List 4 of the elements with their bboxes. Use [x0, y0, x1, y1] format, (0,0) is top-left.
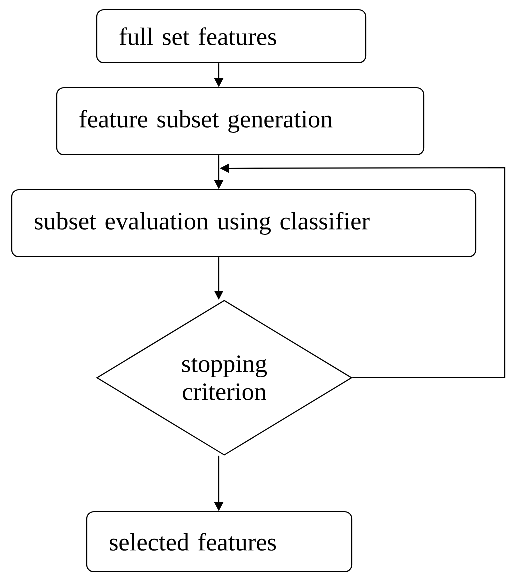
- process-box: subset evaluation using classifier: [11, 189, 477, 258]
- process-box: selected features: [86, 511, 353, 572]
- process-box: feature subset generation: [56, 87, 425, 156]
- process-box: full set features: [96, 9, 367, 64]
